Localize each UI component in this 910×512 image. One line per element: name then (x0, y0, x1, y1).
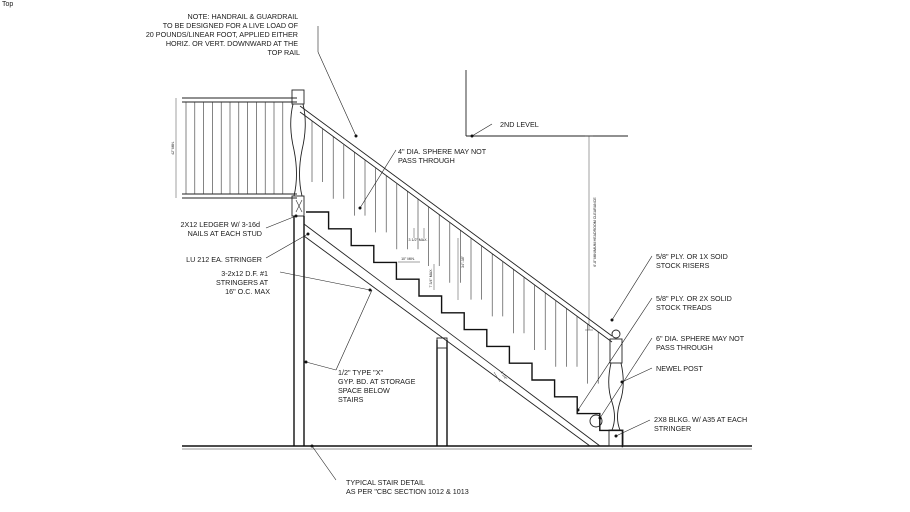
landing-guard (175, 97, 297, 199)
ledger-note: 2X12 LEDGER W/ 3-16d NAILS AT EACH STUD (181, 220, 263, 238)
leader-lines (265, 26, 653, 481)
guard-height-dim: 42" MIN. (171, 141, 175, 155)
newel-post-label: NEWEL POST (656, 364, 703, 373)
blocking-note: 2X8 BLKG. W/ A35 AT EACH STRINGER (654, 415, 749, 433)
second-level-outline (465, 70, 628, 137)
landing-balusters (185, 102, 284, 194)
view-label: Top (2, 1, 14, 8)
tread-run-dim: 10" MIN. (401, 257, 415, 261)
floor-line (182, 445, 752, 450)
sphere-4in-note: 4" DIA. SPHERE MAY NOT PASS THROUGH (398, 147, 488, 165)
newel-post (608, 329, 624, 447)
rail-height-dim: 34"-38" (461, 255, 465, 267)
stair-balusters (311, 120, 599, 384)
stair-steps (306, 211, 624, 448)
storage-post (436, 337, 448, 446)
stringers (303, 223, 601, 447)
handrail-note: NOTE: HANDRAIL & GUARDRAIL TO BE DESIGNE… (146, 12, 300, 57)
nosing-dim: 1 1/4" (500, 370, 508, 381)
lu212-note: LU 212 EA. STRINGER (186, 255, 262, 264)
headroom-dimension (585, 135, 593, 331)
baluster-gap-dim: 3 1/2" MAX. (408, 238, 427, 242)
headroom-dim: 6'-8" MINIMUM HEADROOM CLEARANCE (593, 197, 597, 267)
sphere-6in (589, 414, 603, 428)
stringers-note: 3-2x12 D.F. #1 STRINGERS AT 16" O.C. MAX (216, 269, 270, 296)
upper-post (290, 89, 306, 446)
handrail (299, 105, 613, 384)
risers-note: 5/8" PLY. OR 1X SOID STOCK RISERS (656, 252, 730, 270)
treads-note: 5/8" PLY. OR 2X SOLID STOCK TREADS (656, 294, 734, 312)
detail-title: TYPICAL STAIR DETAIL AS PER "CBC SECTION… (346, 478, 469, 496)
second-level-label: 2ND LEVEL (500, 120, 539, 129)
gyp-board-note: 1/2" TYPE "X" GYP. BD. AT STORAGE SPACE … (338, 368, 417, 404)
dimension-marks (398, 228, 501, 383)
sphere-6in-note: 6" DIA. SPHERE MAY NOT PASS THROUGH (656, 334, 746, 352)
riser-height-dim: 7 3/4" MAX. (429, 268, 433, 287)
